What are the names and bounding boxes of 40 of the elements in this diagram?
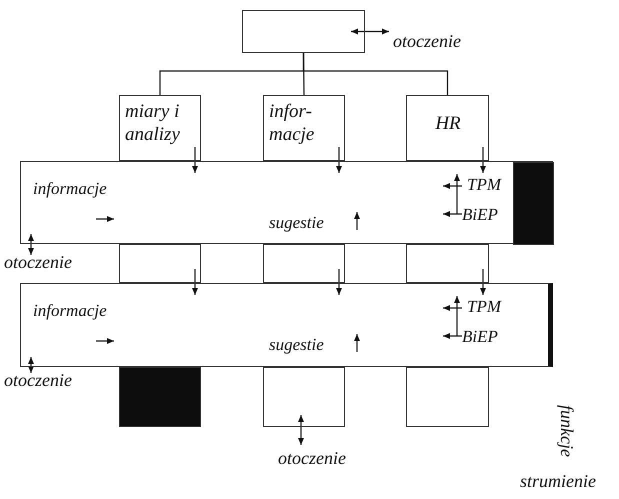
filled-block [119,367,201,427]
arrow [28,234,34,255]
annotation-text: otoczenie [4,251,84,273]
annotation-text: otoczenie [278,447,378,469]
band-text: TPM [467,296,501,318]
arrow [28,357,34,373]
annotation-text: otoczenie [393,30,493,54]
arrow [336,269,342,295]
band-text: TPM [467,174,501,196]
band-text: informacje [33,178,107,200]
arrow [480,147,486,173]
arrow [298,415,304,445]
band-text: BiEP [462,326,498,348]
band-text: sugestie [269,212,324,234]
box-text: infor- macje [269,100,316,146]
empty-box [119,244,201,283]
arrow [192,269,198,295]
process-band [20,161,553,244]
empty-box [263,244,345,283]
empty-box [406,367,489,427]
empty-box [406,244,489,283]
box-text: miary i analizy [125,100,181,146]
axis-label: strumienie [520,470,596,492]
empty-box [263,367,345,427]
function-box [406,95,489,161]
band-text: sugestie [269,334,324,356]
band-text: informacje [33,300,107,322]
connector-line [302,53,448,95]
function-box [263,95,345,161]
empty-box [242,10,365,53]
box-text: HR [434,112,462,135]
axis-label: funkcje [556,405,578,457]
arrow [192,147,198,173]
arrow [480,269,486,295]
arrow [336,147,342,173]
function-box [119,95,201,161]
annotation-text: otoczenie [4,369,84,391]
arrow [351,28,389,34]
filled-block [513,162,554,245]
band-text: BiEP [462,204,498,226]
